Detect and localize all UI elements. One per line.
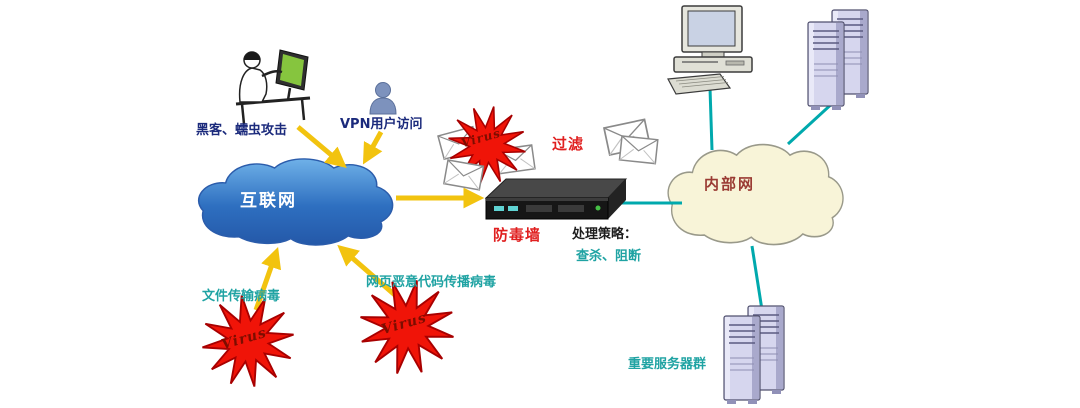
internet-cloud-label: 互联网 (240, 191, 297, 211)
vpn-user-icon (369, 82, 397, 115)
firewall-label: 防毒墙 (493, 226, 542, 244)
server-tower-icon (807, 9, 869, 111)
arrow-filevirus-to-internet (253, 247, 282, 311)
vpn-access-label: VPN用户访问 (340, 117, 423, 132)
file-virus-label: 文件传输病毒 (202, 289, 281, 304)
intranet-cloud (667, 143, 844, 246)
envelope-icon (443, 159, 485, 191)
attack-arrows (253, 125, 485, 311)
filter-label: 过滤 (552, 135, 585, 153)
server-tower-icon (723, 305, 785, 405)
arrow-webvirus-to-internet (337, 244, 398, 298)
link-intranet-pc (708, 87, 714, 151)
link-intranet-top-servers (786, 98, 838, 146)
server-group-label: 重要服务器群 (628, 357, 707, 372)
policy-title-label: 处理策略： (572, 227, 638, 242)
intranet-cloud-label: 内部网 (704, 175, 756, 193)
arrow-vpn-to-internet (362, 130, 384, 165)
hacker-attack-label: 黑客、蠕虫攻击 (196, 123, 288, 138)
link-intranet-bottom-servers (750, 245, 764, 311)
hacker-workstation-icon (235, 49, 311, 125)
web-virus-label: 网页恶意代码传播病毒 (366, 275, 497, 290)
network-links (622, 87, 838, 311)
policy-actions-label: 查杀、阻断 (576, 249, 642, 264)
arrow-hacker-to-internet (296, 125, 347, 169)
envelope-icon (618, 135, 659, 165)
desktop-pc-icon (667, 5, 753, 95)
firewall-appliance-icon (484, 178, 628, 220)
